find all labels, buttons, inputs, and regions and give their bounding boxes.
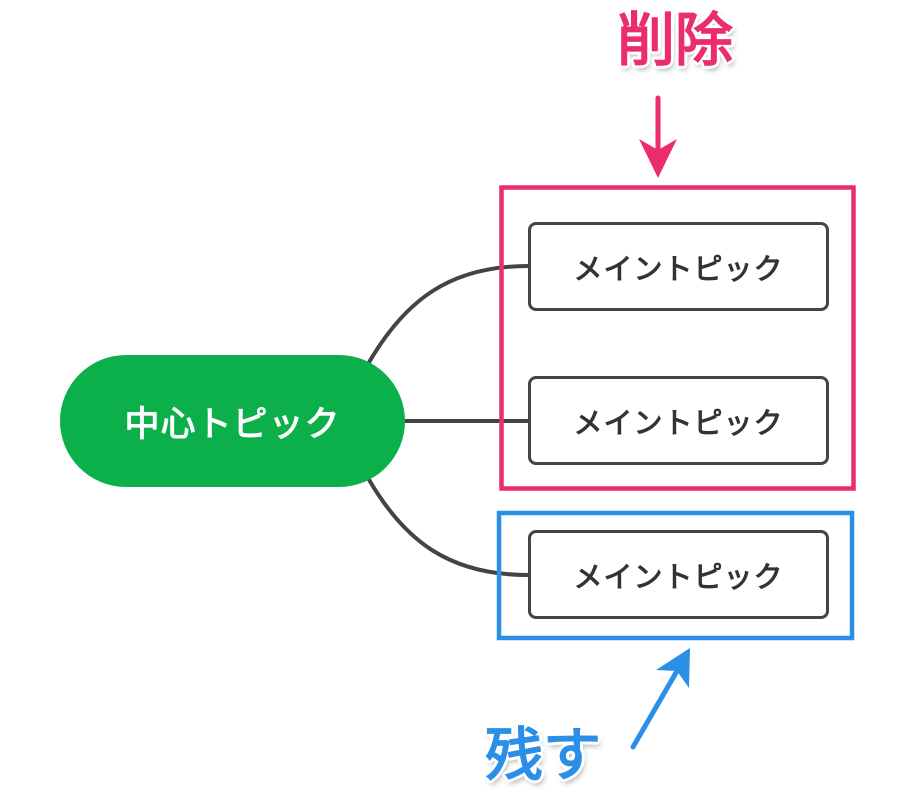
up-right-arrow-icon — [630, 648, 690, 750]
main-topic-node: メイントピック — [528, 222, 829, 311]
main-topic-label: メイントピック — [573, 559, 784, 594]
central-topic-node: 中心トピック — [60, 355, 405, 487]
connector-line-top — [366, 264, 530, 366]
delete-callout-label: 削除 — [616, 6, 733, 74]
down-arrow-icon — [639, 95, 677, 178]
connector-line-bottom — [366, 476, 530, 577]
main-topic-label: メイントピック — [573, 405, 784, 440]
up-right-arrow-shaft — [630, 668, 680, 750]
keep-highlight-frame — [496, 510, 855, 641]
central-topic-label: 中心トピック — [124, 404, 341, 445]
keep-callout-label: 残す — [484, 721, 601, 789]
delete-highlight-frame — [499, 185, 856, 491]
down-arrow-head — [639, 139, 677, 178]
up-right-arrow-head — [656, 648, 690, 688]
main-topic-node: メイントピック — [528, 376, 829, 465]
main-topic-node: メイントピック — [528, 530, 829, 619]
main-topic-label: メイントピック — [573, 251, 784, 286]
